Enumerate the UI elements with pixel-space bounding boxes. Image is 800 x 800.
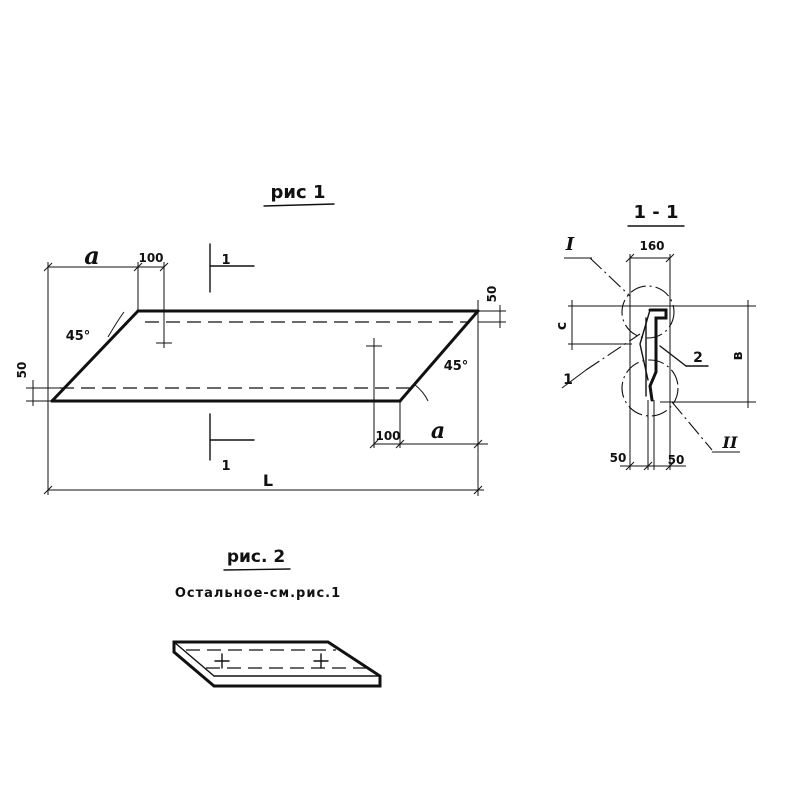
dim-50-left: 50 [15,362,29,379]
fig1-dimensions [26,262,506,496]
section-label-2: 2 [693,350,703,366]
angle-right: 45° [444,359,469,374]
fig2-beam [172,640,382,688]
section-mark-top: 1 [221,253,230,268]
angle-left: 45° [66,329,91,344]
beam-outline [50,309,480,403]
section-geometry [561,253,756,471]
section-title: 1 - 1 [633,202,678,223]
dim-100-bottom: 100 [375,429,400,443]
dim-100-top: 100 [138,251,163,265]
dim-a-right: a [431,418,445,444]
section-cut-marks [209,243,255,461]
detail-label-I: I [565,234,575,255]
section-label-c: c [554,322,570,330]
fig2-title-underline [223,568,291,571]
detail-label-II: II [722,433,738,452]
fig1-title: рис 1 [271,182,326,203]
figure-2: рис. 2 Остальное-см.рис.1 [172,547,382,688]
section-1-1: 1 - 1 [554,202,756,471]
figure-1: рис 1 [15,182,506,496]
section-dim-50-left: 50 [610,451,627,465]
fig2-title: рис. 2 [227,547,285,567]
section-label-1: 1 [563,372,573,388]
section-dim-160: 160 [639,239,664,253]
section-label-b: в [730,351,746,360]
section-dim-50-right: 50 [668,453,685,467]
fig1-title-underline [263,203,335,207]
section-mark-bottom: 1 [221,459,230,474]
dim-a-left: a [84,241,100,270]
dim-50-right: 50 [485,286,499,303]
fig2-note: Остальное-см.рис.1 [175,586,341,601]
dim-L: L [263,471,273,490]
